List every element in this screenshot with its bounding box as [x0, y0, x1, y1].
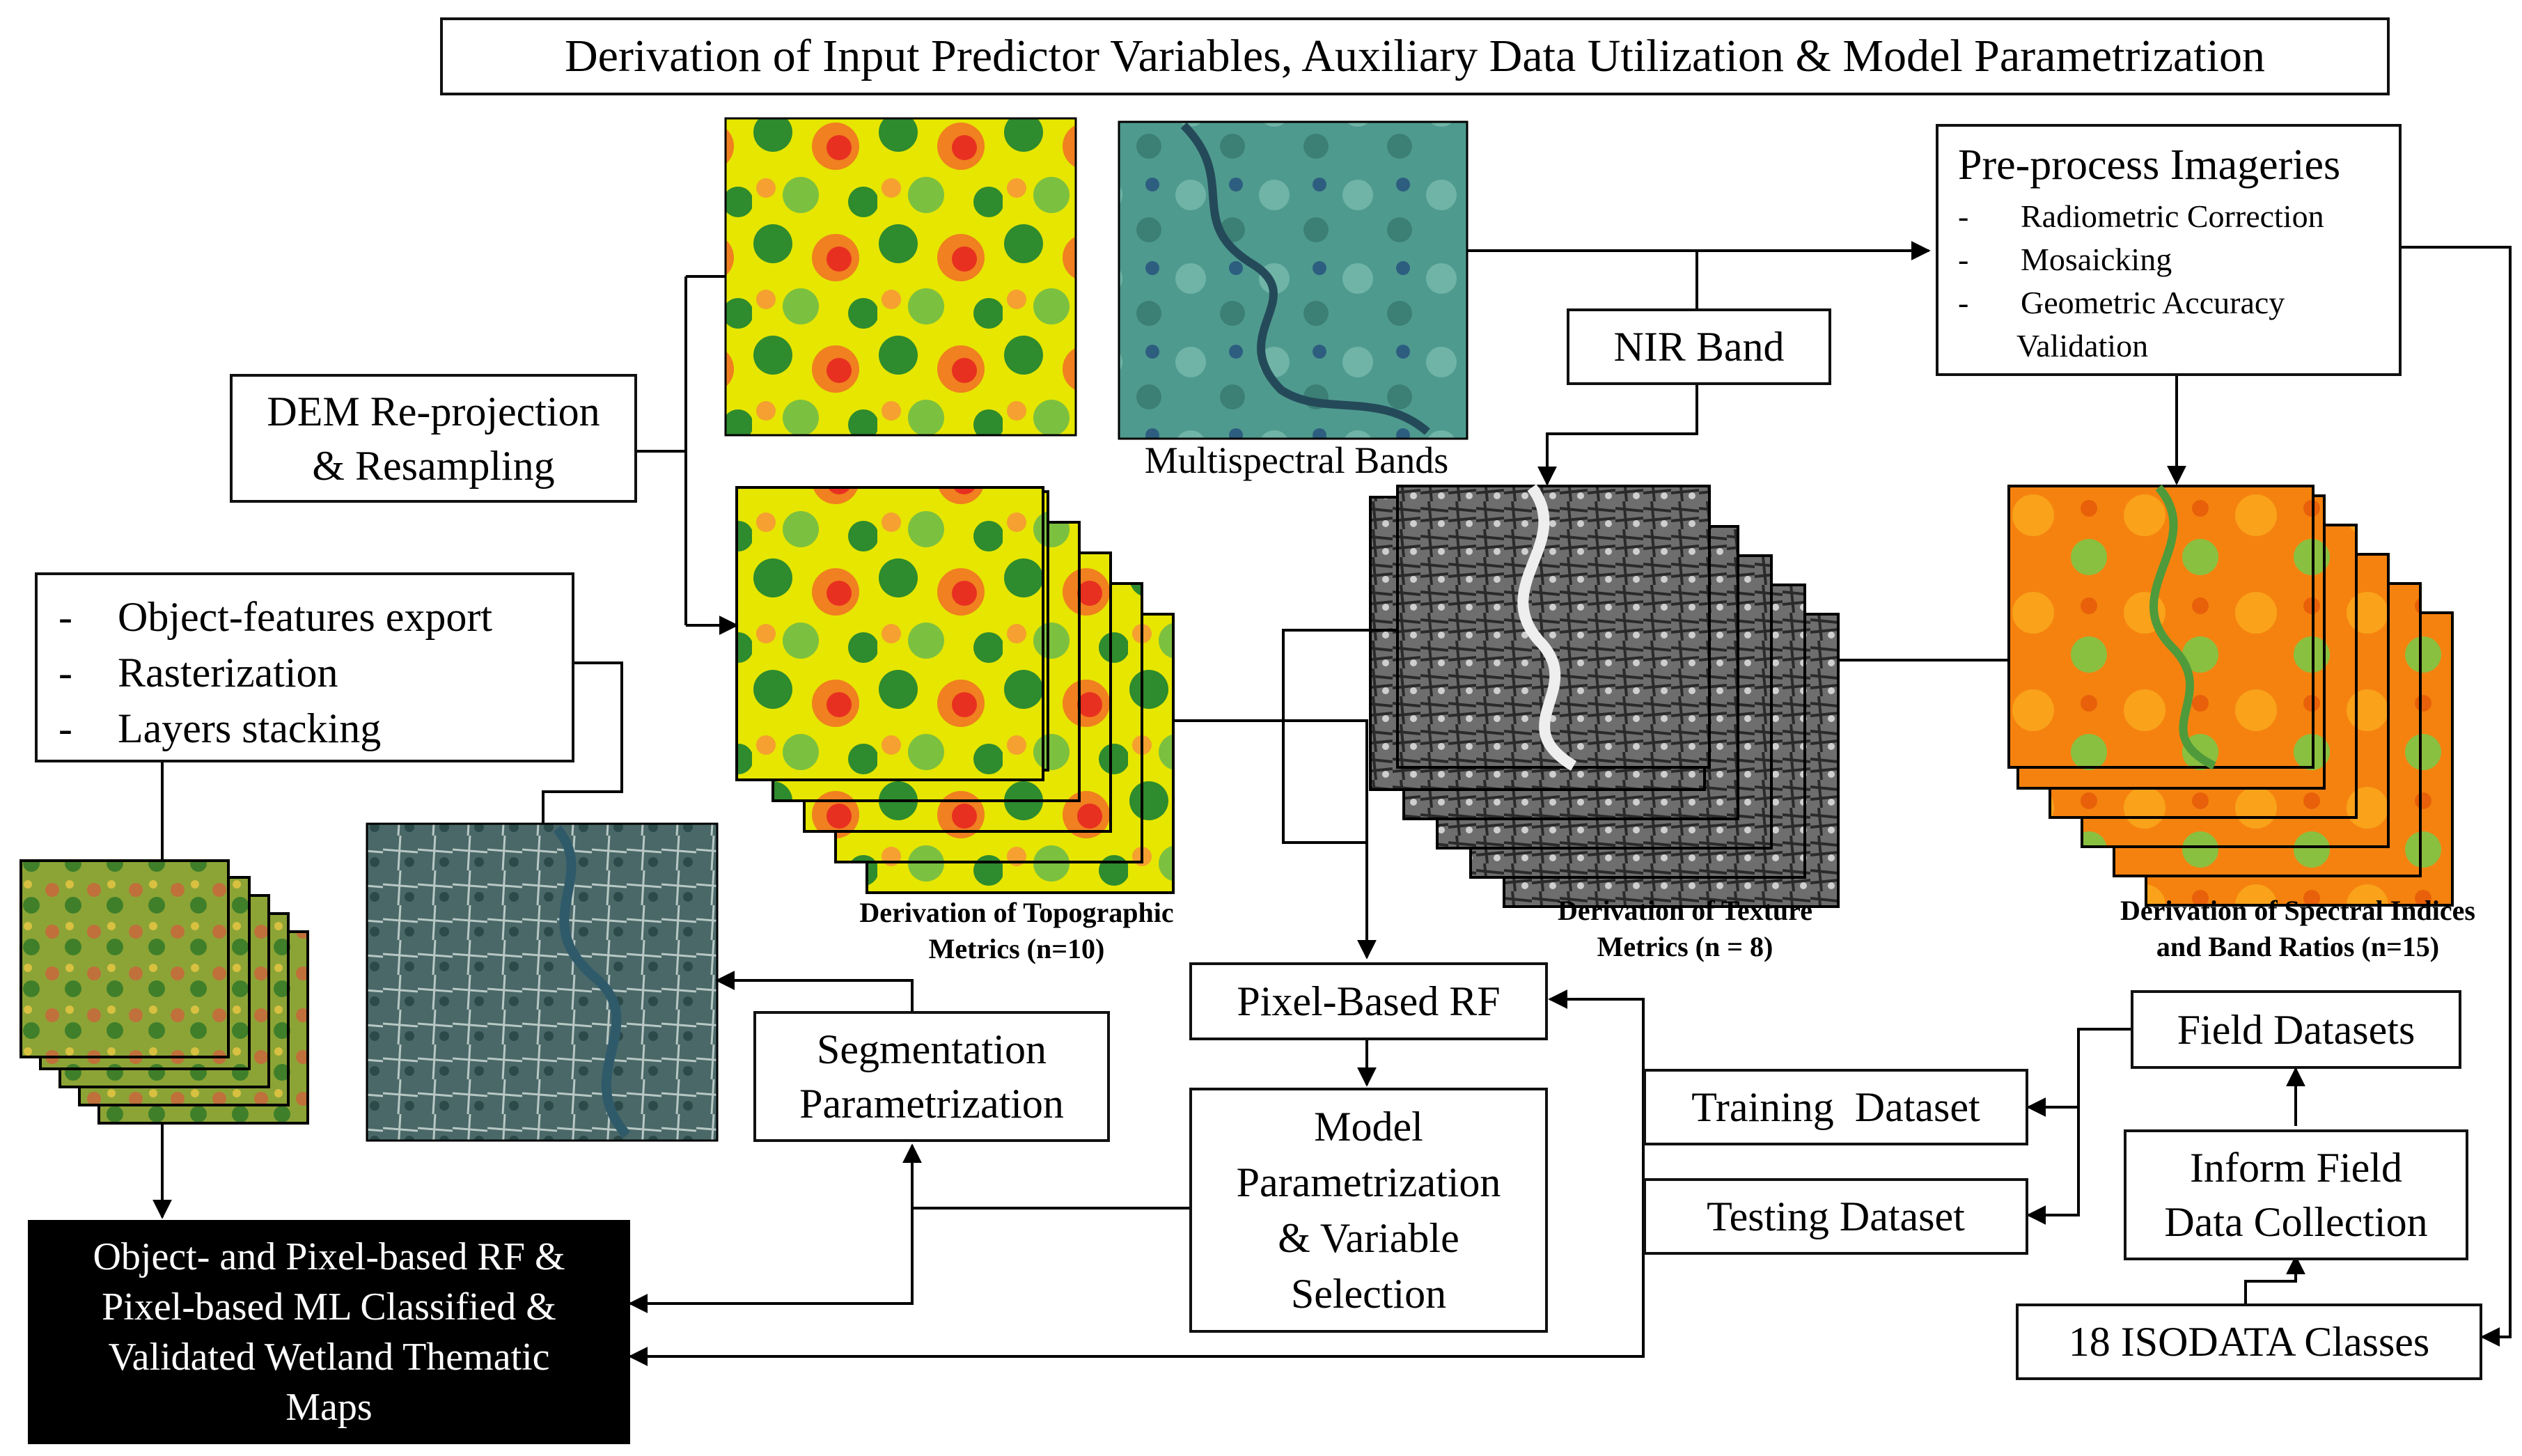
output-line3: Validated Wetland Thematic [108, 1336, 550, 1379]
inform-field-line2: Data Collection [2164, 1199, 2428, 1245]
title-banner: Derivation of Input Predictor Variables,… [440, 17, 2390, 95]
segmentation-box: Segmentation Parametrization [753, 1011, 1110, 1142]
inform-field-line1: Inform Field [2190, 1145, 2402, 1191]
nir-band-box: NIR Band [1567, 308, 1831, 385]
field-datasets-label: Field Datasets [2177, 1006, 2415, 1053]
texture-stack [1369, 484, 1840, 908]
testing-dataset-box: Testing Dataset [1643, 1178, 2028, 1255]
title-text: Derivation of Input Predictor Variables,… [565, 31, 2265, 81]
texture-caption-line2: Metrics (n = 8) [1597, 931, 1773, 962]
model-line1: Model [1314, 1104, 1423, 1150]
topographic-caption-line2: Metrics (n=10) [928, 933, 1105, 964]
training-dataset-label: Training Dataset [1691, 1084, 1980, 1130]
texture-caption-line1: Derivation of Texture [1558, 895, 1812, 926]
preprocess-list: -Radiometric Correction -Mosaicking -Geo… [1958, 195, 2399, 368]
output-line4: Maps [285, 1386, 373, 1429]
dem-line1: DEM Re-projection [267, 388, 600, 435]
model-line4: Selection [1290, 1271, 1447, 1317]
preprocess-item-1: Radiometric Correction [2021, 198, 2324, 235]
nir-band-label: NIR Band [1613, 324, 1785, 370]
preprocess-box: Pre-process Imageries -Radiometric Corre… [1936, 124, 2402, 376]
segmentation-image [366, 822, 719, 1142]
pixel-based-rf-label: Pixel-Based RF [1237, 978, 1501, 1024]
spectral-caption: Derivation of Spectral Indices and Band … [2075, 893, 2521, 965]
model-line3: & Variable [1278, 1215, 1459, 1261]
texture-caption: Derivation of Texture Metrics (n = 8) [1511, 893, 1859, 965]
object-features-item-2: Rasterization [118, 650, 338, 696]
preprocess-item-2: Mosaicking [2021, 242, 2172, 278]
topographic-caption: Derivation of Topographic Metrics (n=10) [815, 895, 1219, 967]
isodata-label: 18 ISODATA Classes [2068, 1319, 2430, 1365]
output-line2: Pixel-based ML Classified & [102, 1285, 556, 1329]
multispectral-caption: Multispectral Bands [1144, 439, 1449, 481]
preprocess-item-4: Validation [2016, 328, 2149, 364]
dem-image [724, 117, 1077, 437]
topographic-caption-line1: Derivation of Topographic [859, 897, 1174, 928]
dem-reprojection-box: DEM Re-projection & Resampling [230, 374, 637, 503]
pixel-based-rf-box: Pixel-Based RF [1189, 962, 1548, 1040]
segmentation-line2: Parametrization [799, 1081, 1064, 1127]
object-feature-stack [19, 859, 309, 1125]
dem-line2: & Resampling [312, 442, 555, 489]
spectral-caption-line1: Derivation of Spectral Indices [2120, 895, 2475, 926]
output-line1: Object- and Pixel-based RF & [93, 1235, 565, 1278]
field-datasets-box: Field Datasets [2131, 990, 2461, 1069]
training-dataset-box: Training Dataset [1643, 1069, 2028, 1145]
model-parametrization-box: Model Parametrization & Variable Selecti… [1189, 1088, 1548, 1333]
preprocess-item-3: Geometric Accuracy [2021, 285, 2285, 321]
object-features-box: -Object-features export -Rasterization -… [35, 572, 574, 762]
topographic-stack [735, 486, 1175, 894]
inform-field-box: Inform Field Data Collection [2124, 1129, 2468, 1260]
output-maps-box: Object- and Pixel-based RF & Pixel-based… [28, 1220, 630, 1444]
segmentation-line1: Segmentation [817, 1026, 1047, 1072]
isodata-box: 18 ISODATA Classes [2016, 1304, 2482, 1380]
object-features-item-1: Object-features export [118, 594, 493, 640]
spectral-stack [2007, 485, 2454, 907]
multispectral-image [1118, 120, 1468, 440]
preprocess-heading: Pre-process Imageries [1958, 141, 2341, 189]
testing-dataset-label: Testing Dataset [1707, 1193, 1965, 1239]
model-line2: Parametrization [1236, 1159, 1501, 1205]
object-features-item-3: Layers stacking [118, 705, 382, 751]
spectral-caption-line2: and Band Ratios (n=15) [2156, 931, 2440, 962]
